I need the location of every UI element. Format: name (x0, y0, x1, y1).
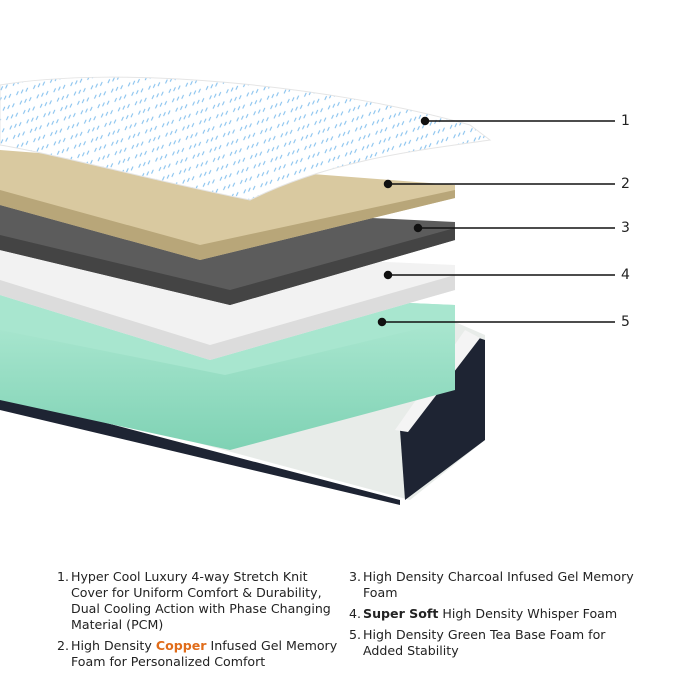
item-text: Super Soft High Density Whisper Foam (363, 606, 617, 622)
text: High Density Whisper Foam (438, 606, 618, 621)
list-item-5: 5.High Density Green Tea Base Foam for A… (349, 627, 649, 659)
item-number: 1. (57, 569, 70, 584)
list-item-3: 3.High Density Charcoal Infused Gel Memo… (349, 569, 649, 601)
callout-lines (377, 116, 615, 327)
item-number: 5. (349, 627, 362, 642)
item-text: High Density Charcoal Infused Gel Memory… (363, 569, 634, 600)
text: High Density (71, 638, 156, 653)
callout-4: 4 (621, 267, 630, 283)
callout-2: 2 (621, 176, 630, 192)
callout-3: 3 (621, 220, 630, 236)
list-item-1: 1.Hyper Cool Luxury 4-way Stretch Knit C… (57, 569, 342, 633)
item-text: High Density Copper Infused Gel Memory F… (71, 638, 342, 670)
list-item-2: 2.High Density Copper Infused Gel Memory… (57, 638, 342, 670)
callout-5: 5 (621, 314, 630, 330)
layer-list-right: 3.High Density Charcoal Infused Gel Memo… (349, 569, 649, 664)
item-text: High Density Green Tea Base Foam for Add… (363, 627, 606, 658)
item-number: 4. (349, 606, 362, 621)
layer-2-copper-foam (0, 150, 455, 260)
item-number: 3. (349, 569, 362, 584)
mattress-layers-illustration (0, 76, 615, 505)
item-text: Hyper Cool Luxury 4-way Stretch Knit Cov… (71, 569, 331, 632)
highlight-copper: Copper (155, 638, 207, 653)
text: Infused Gel Memory Foam for Personalized… (71, 638, 338, 669)
layer-list-left: 1.Hyper Cool Luxury 4-way Stretch Knit C… (57, 569, 342, 675)
callout-1: 1 (621, 113, 630, 129)
layer-1-knit-cover (0, 76, 492, 201)
item-number: 2. (57, 638, 70, 653)
highlight-super-soft: Super Soft (363, 606, 439, 621)
list-item-4: 4.Super Soft High Density Whisper Foam (349, 606, 649, 622)
